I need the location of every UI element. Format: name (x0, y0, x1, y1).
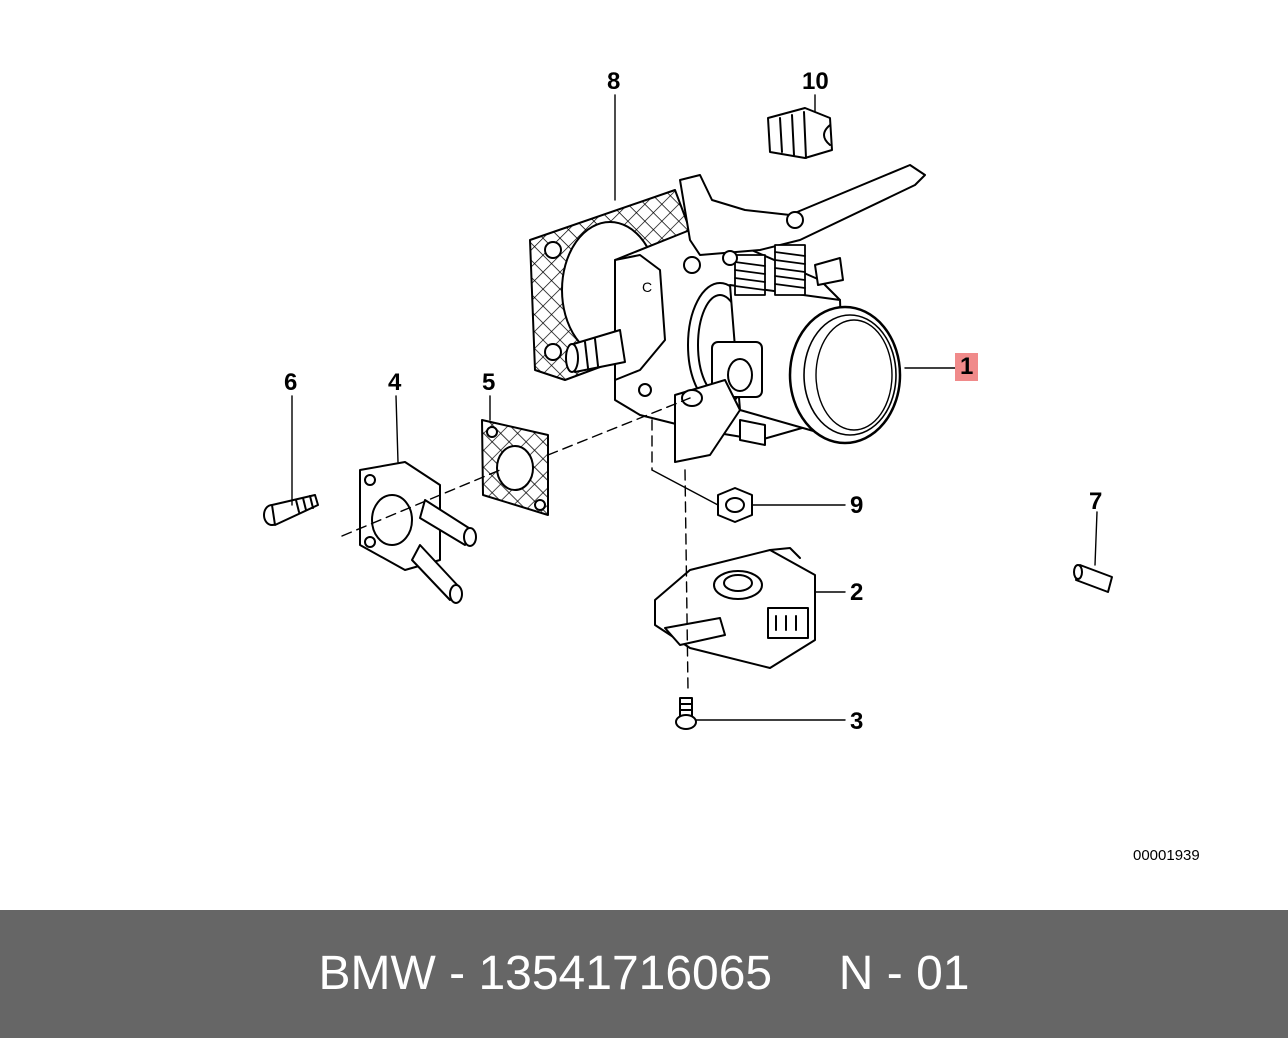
pin-part-7 (1073, 564, 1113, 593)
callout-8: 8 (607, 68, 621, 95)
callout-9: 9 (850, 492, 864, 519)
callout-2: 2 (850, 579, 864, 606)
leader-lines (291, 94, 1098, 721)
parts-diagram: C (263, 94, 1113, 730)
reference-number: 00001939 (1133, 847, 1200, 864)
flange-part-4 (359, 461, 477, 604)
clip-part-10 (767, 107, 833, 159)
bolt-part-6 (263, 494, 319, 526)
nut-part-9 (717, 487, 753, 523)
callout-6: 6 (284, 369, 298, 396)
callout-3: 3 (850, 708, 864, 735)
part-number-label: BMW - 13541716065 N - 01 (318, 947, 970, 1000)
throttle-lever (679, 164, 926, 296)
gasket-part-5 (481, 419, 549, 516)
callout-4: 4 (388, 369, 402, 396)
callout-5: 5 (482, 369, 496, 396)
sensor-part-2 (654, 547, 816, 669)
callout-10: 10 (802, 68, 829, 95)
svg-text:C: C (642, 279, 652, 295)
screw-part-3 (675, 697, 697, 730)
callout-1-highlighted: 1 (955, 353, 979, 381)
callout-7: 7 (1089, 488, 1103, 515)
footer-bar: BMW - 13541716065 N - 01 (0, 910, 1288, 1038)
assembly-lines (341, 397, 691, 691)
connector-lines (651, 469, 719, 506)
